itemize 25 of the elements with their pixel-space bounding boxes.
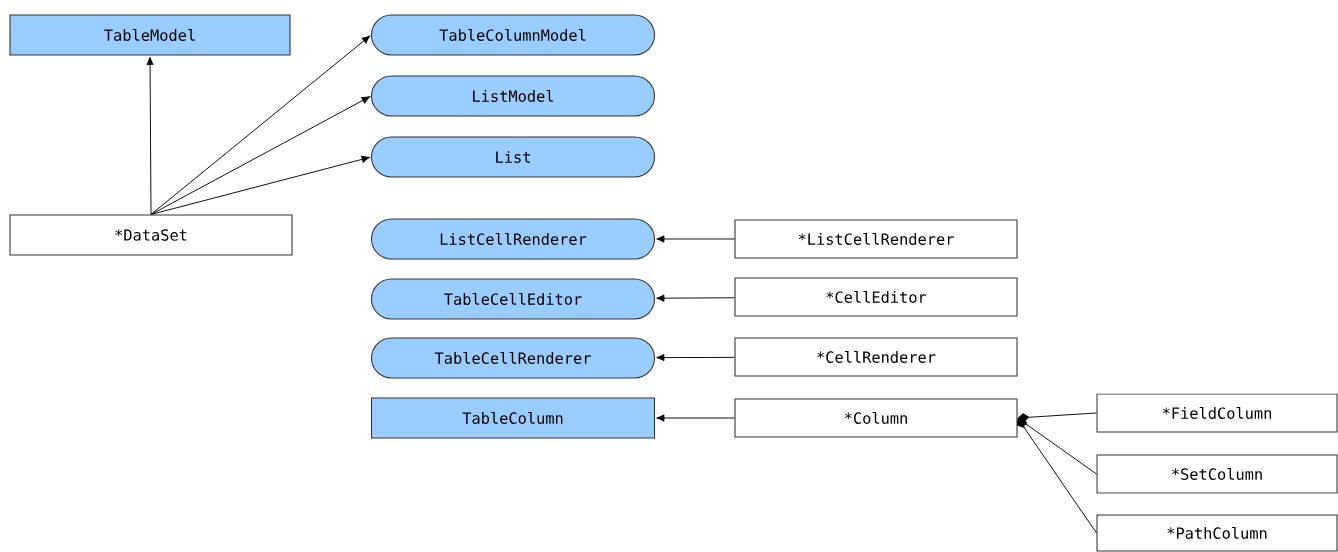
arrow bbox=[656, 354, 735, 362]
arrow bbox=[656, 294, 735, 302]
class-box: *SetColumn bbox=[1096, 454, 1338, 494]
arrow bbox=[150, 96, 370, 215]
class-box: *Column bbox=[734, 398, 1018, 438]
class-box: *PathColumn bbox=[1096, 514, 1338, 552]
arrow bbox=[150, 35, 371, 215]
class-box: *FieldColumn bbox=[1096, 393, 1338, 433]
interface-pill: ListCellRenderer bbox=[370, 218, 656, 260]
arrow bbox=[146, 56, 154, 215]
interface-pill: TableColumnModel bbox=[370, 14, 656, 56]
interface-pill: List bbox=[370, 136, 656, 178]
interface-pill: ListModel bbox=[370, 75, 656, 117]
arrow bbox=[656, 235, 735, 243]
interface-box: TableColumn bbox=[370, 397, 656, 439]
interface-pill: TableCellRenderer bbox=[370, 337, 656, 379]
arrow bbox=[150, 155, 370, 215]
composition-line bbox=[1017, 418, 1097, 534]
class-box: *CellRenderer bbox=[734, 337, 1018, 377]
interface-box: TableModel bbox=[9, 14, 291, 56]
class-box: *DataSet bbox=[9, 214, 293, 256]
class-box: *ListCellRenderer bbox=[734, 219, 1018, 259]
arrow bbox=[656, 414, 735, 422]
interface-pill: TableCellEditor bbox=[370, 278, 656, 320]
class-box: *CellEditor bbox=[734, 277, 1018, 317]
